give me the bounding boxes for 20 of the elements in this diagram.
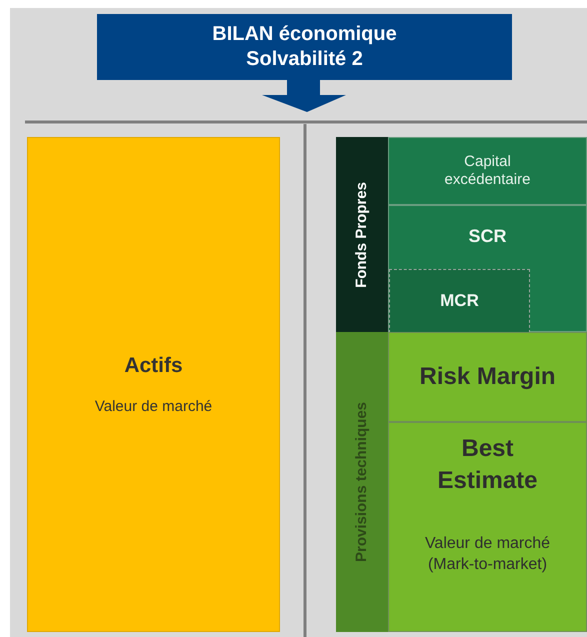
balance-box [388, 137, 587, 205]
vertical-band [336, 332, 388, 632]
dashed-box [389, 269, 530, 333]
box-heading: Best Estimate [436, 434, 539, 496]
balance-box [388, 422, 587, 632]
box-subtext: Valeur de marché [94, 398, 212, 416]
vertical-band [336, 137, 388, 332]
band-label: Provisions techniques [353, 402, 371, 562]
banner-title: BILAN économique Solvabilité 2 [211, 22, 398, 72]
box-label: Capital excédentaire [444, 153, 532, 189]
box-label: MCR [440, 290, 479, 312]
balance-box [388, 332, 587, 422]
box-subtext: Valeur de marché (Mark-to-market) [424, 534, 552, 575]
title-banner [97, 14, 512, 80]
assets-box [27, 137, 280, 632]
box-label: SCR [468, 226, 506, 248]
box-label: Risk Margin [419, 362, 556, 392]
box-heading: Actifs [124, 352, 183, 378]
band-label: Fonds Propres [353, 182, 371, 288]
balance-box [388, 205, 587, 332]
